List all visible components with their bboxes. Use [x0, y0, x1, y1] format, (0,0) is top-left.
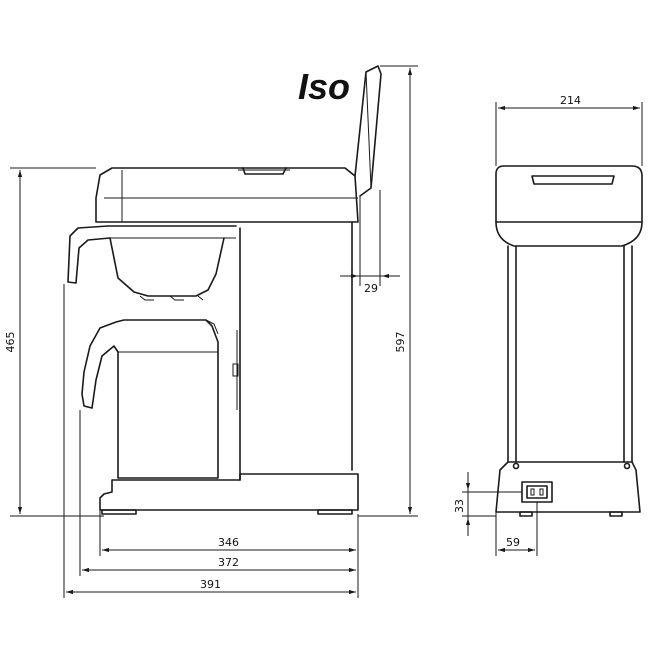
filter-handle — [67, 225, 237, 284]
dim-label-372: 372 — [218, 556, 239, 569]
base-plate — [99, 473, 359, 511]
side-view — [67, 65, 382, 515]
carafe — [81, 319, 219, 479]
rear-column — [239, 221, 353, 481]
dim-label-33: 33 — [453, 499, 466, 513]
filter-basket — [109, 237, 225, 297]
dim-label-59: 59 — [506, 536, 520, 549]
dim-label-29: 29 — [364, 282, 378, 295]
front-yoke — [495, 221, 643, 247]
dim-label-391: 391 — [200, 578, 221, 591]
open-lid — [354, 65, 382, 197]
dim-label-346: 346 — [218, 536, 239, 549]
front-lid-window — [531, 175, 615, 185]
dim-label-214: 214 — [560, 94, 581, 107]
top-housing — [95, 167, 359, 223]
brand-logo: Iso — [298, 66, 350, 107]
front-top-housing — [495, 165, 643, 223]
top-lid-handle — [242, 167, 287, 175]
dim-label-465: 465 — [4, 332, 17, 353]
dim-label-597: 597 — [394, 332, 407, 353]
front-base — [495, 461, 641, 513]
front-view — [495, 165, 643, 517]
dimensions: 465 597 29 346 372 391 214 — [4, 65, 643, 598]
